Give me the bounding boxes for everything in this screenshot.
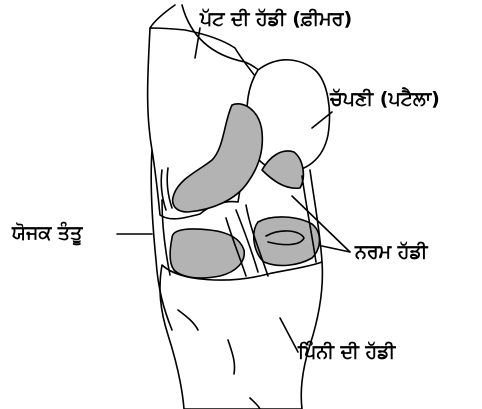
femur-label: ਪੱਟ ਦੀ ਹੱਡੀ (ਫ਼ੀਮਰ) [200,10,352,29]
femur-upper-edge [150,5,175,28]
patella-label: ਚੱਪਣੀ (ਪਟੈਲਾ) [330,90,440,109]
tibia-label: ਪਿੰਨੀ ਦੀ ਹੱਡੀ [298,343,395,362]
tibia-bone [160,262,322,409]
cartilage-label: ਨਰਮ ਹੱਡੀ [355,243,428,262]
ligament-label: ਯੋਜਕ ਤੰਤੂ [12,224,82,243]
cartilage-meniscus-left [170,229,244,278]
